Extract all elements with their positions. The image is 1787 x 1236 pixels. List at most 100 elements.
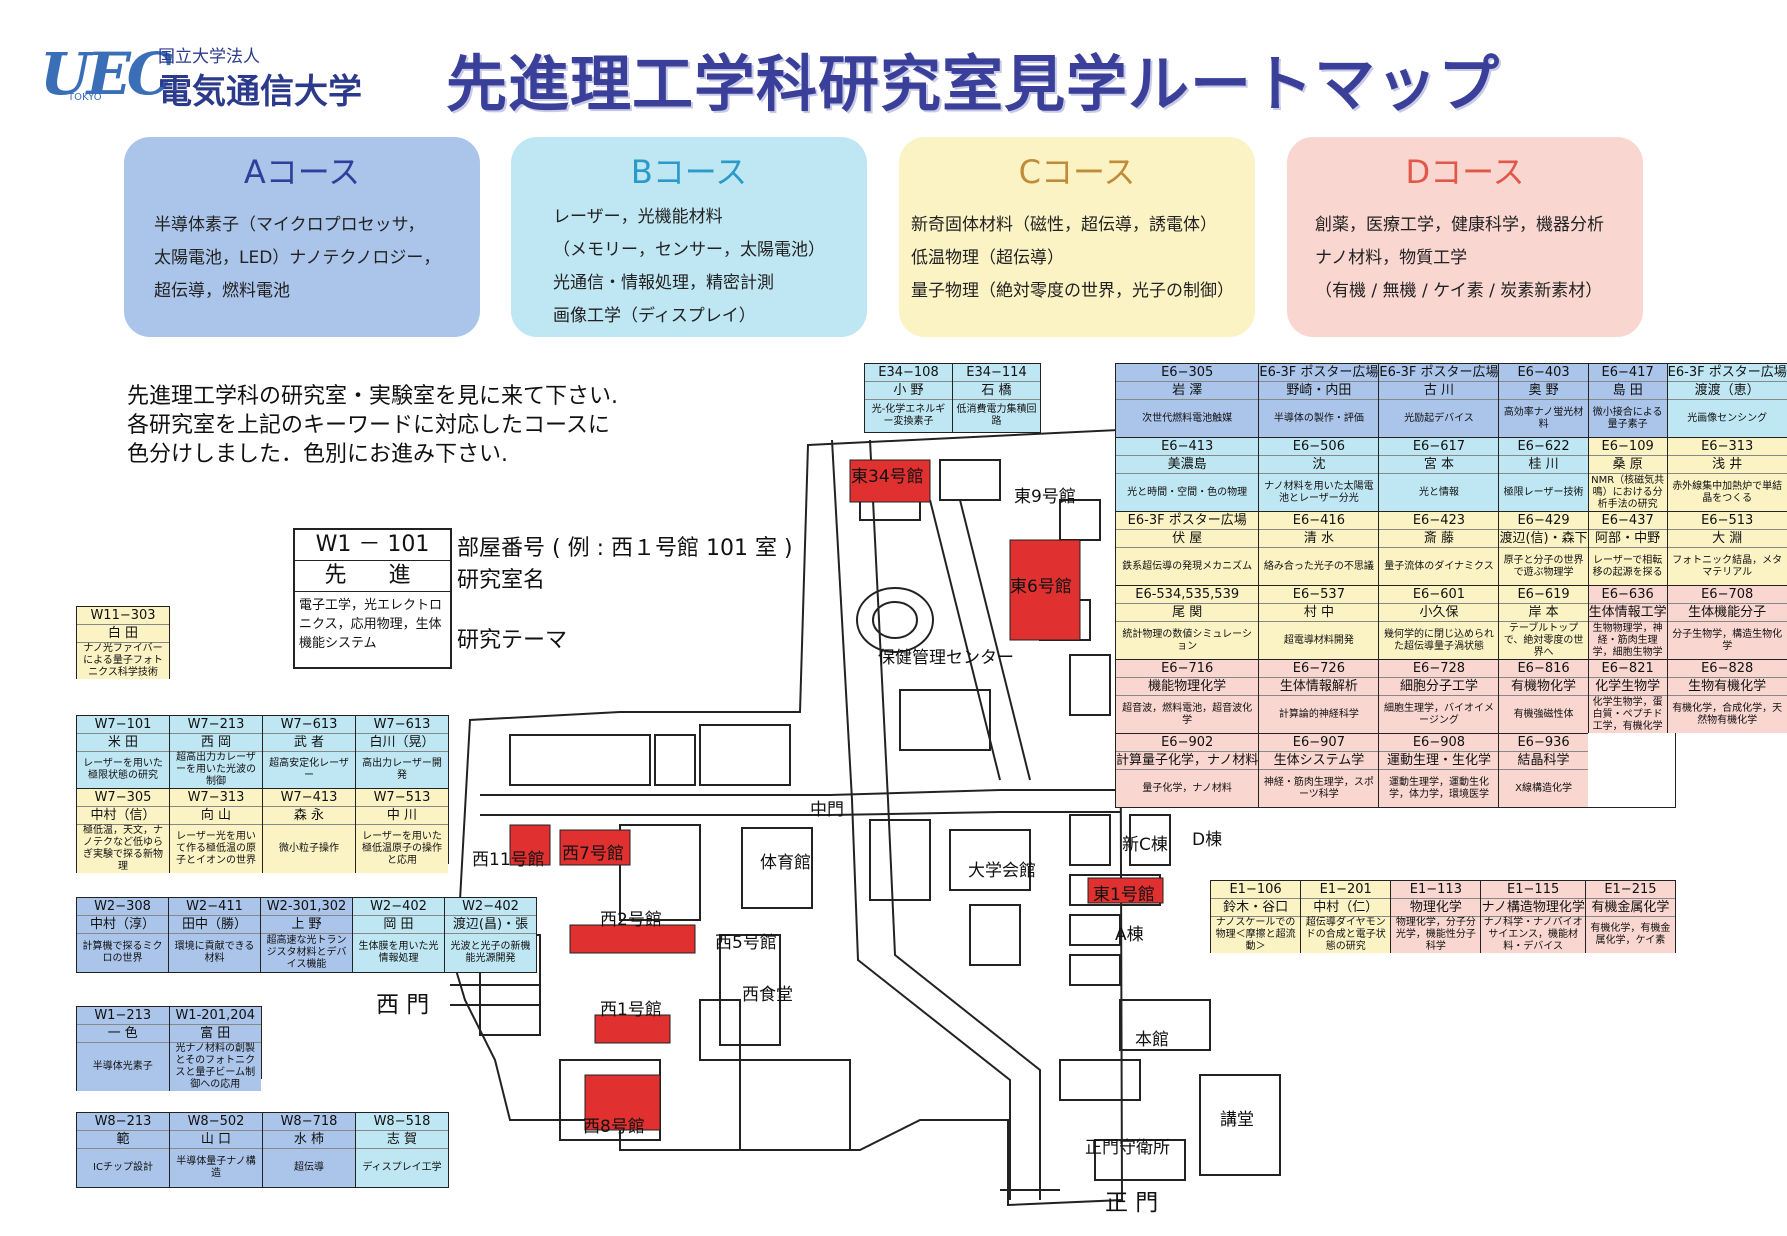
- lab-room: E6−726: [1292, 661, 1345, 676]
- lab-room: W1-201,204: [175, 1008, 256, 1023]
- lab-room: E6-3F ポスター広場: [1259, 365, 1379, 380]
- lab-theme: 極低温，天文，ナノテクなど低ゆらぎ実験で探る新物理: [83, 825, 163, 872]
- lab-room: E6-3F ポスター広場: [1127, 513, 1247, 528]
- lab-room: E6−816: [1517, 661, 1570, 676]
- bldg-west8: [584, 1074, 661, 1131]
- lab-room: E6-534,535,539: [1135, 587, 1240, 602]
- lab-name: 化学生物学: [1588, 677, 1667, 696]
- lab-theme: 物理化学，分子分光学，機能性分子科学: [1395, 917, 1476, 952]
- lab-room: E6−429: [1517, 513, 1570, 528]
- lab-name: 志 賀: [356, 1130, 448, 1149]
- lab-room: E6−537: [1292, 587, 1345, 602]
- lab-theme: 超高速な光トランジスタ材料とデバイス機能: [266, 935, 347, 970]
- lab-room: E34−108: [878, 365, 939, 380]
- lab-theme: 赤外線集中加熱炉で単結晶をつくる: [1672, 480, 1783, 504]
- lab-name: 物理化学: [1391, 898, 1481, 917]
- lab-theme: レーザーを用いた極限状態の研究: [83, 758, 163, 781]
- lab-name: 有機金属化学: [1585, 898, 1675, 917]
- lab-name: 沈: [1259, 455, 1379, 474]
- lab-theme: ナノ光ファイバーによる量子フォトニクス科学技術: [83, 643, 163, 678]
- lab-theme: 微小接合による量子素子: [1592, 406, 1663, 430]
- course-d-box: Dコース 創薬，医療工学，健康科学，機器分析 ナノ材料，物質工学 （有機 / 無…: [1287, 137, 1643, 337]
- lab-room: E6−708: [1701, 587, 1754, 602]
- course-a-title: Aコース: [243, 153, 361, 191]
- lab-theme: 幾何学的に閉じ込められた超伝導量子渦状態: [1383, 628, 1494, 652]
- lab-name: 岡 田: [353, 915, 444, 934]
- legend-room: W1 － 101: [295, 530, 450, 561]
- lab-name: 西 岡: [170, 733, 262, 752]
- lab-room: W2-301,302: [266, 899, 347, 914]
- lab-theme: 光波と光子の新機能光源開発: [450, 941, 531, 964]
- lab-name: 米 田: [77, 733, 169, 752]
- lab-name: 岩 澤: [1116, 381, 1259, 400]
- legend-name-desc: 研究室名: [457, 568, 546, 593]
- lab-name: 計算量子化学，ナノ材料: [1116, 751, 1259, 770]
- map-label-health: 保健管理センター: [878, 648, 1014, 668]
- course-c-keywords: 新奇固体材料（磁性，超伝導，誘電体） 低温物理（超伝導） 量子物理（絶対零度の世…: [911, 215, 1234, 301]
- road-main: [831, 439, 1011, 1200]
- lab-name: 白 田: [77, 624, 169, 643]
- bldg-east1: [1087, 877, 1164, 904]
- lab-name: 森 永: [263, 806, 355, 825]
- lab-theme: ディスプレイ工学: [362, 1162, 442, 1173]
- lab-room: E6−305: [1161, 365, 1214, 380]
- lab-theme: 光と情報: [1418, 486, 1459, 498]
- lab-name: 石 橋: [953, 381, 1040, 400]
- map-label-shin-c: 新C棟: [1122, 835, 1168, 855]
- lab-room: E1−215: [1604, 882, 1657, 897]
- lab-theme: 極限レーザー技術: [1503, 486, 1584, 498]
- lab-room: E6−601: [1412, 587, 1466, 602]
- lab-name: ナノ構造物理化学: [1481, 898, 1585, 917]
- lab-name: 奥 野: [1499, 381, 1588, 400]
- lab-theme: NMR（核磁気共鳴）における分析手法の研究: [1591, 474, 1665, 510]
- lab-room: E6−619: [1517, 587, 1570, 602]
- map-label-west2: 西2号館: [600, 910, 662, 930]
- lab-name: 島 田: [1588, 381, 1667, 400]
- lab-theme: 有機化学，合成化学，天然物有機化学: [1672, 702, 1783, 726]
- lab-room: E6-3F ポスター広場: [1667, 365, 1787, 380]
- lab-theme: 超伝導: [294, 1162, 324, 1173]
- lab-name: 向 山: [170, 806, 262, 825]
- lab-name: 範: [77, 1130, 169, 1149]
- lab-room: E6−423: [1412, 513, 1466, 528]
- lab-theme: 低消費電力集積回路: [956, 404, 1037, 427]
- logo-org: 国立大学法人: [158, 47, 260, 67]
- lab-theme: 超高安定化レーザー: [269, 758, 349, 781]
- lab-theme: レーザーを用いた極低温原子の操作と応用: [362, 831, 442, 866]
- lab-room: W2−411: [186, 899, 243, 914]
- lab-room: W8−718: [280, 1114, 338, 1129]
- lab-name: 美濃島: [1116, 455, 1259, 474]
- lab-theme: 計算論的神経科学: [1278, 708, 1359, 720]
- lab-theme: 計算機で探るミクロの世界: [82, 941, 163, 964]
- bldg-west2: [569, 924, 696, 954]
- lab-theme: レーザー光を用いて作る極低温の原子とイオンの世界: [176, 831, 256, 866]
- course-c-title: Cコース: [1018, 153, 1136, 191]
- lab-cell: E6-3F ポスター広場渡渡（恵）光画像センシング: [1666, 363, 1787, 437]
- lab-theme: 量子流体のダイナミクス: [1384, 560, 1494, 572]
- lab-room: E6−821: [1601, 661, 1654, 676]
- lab-theme: 超音波，燃料電池，超音波化学: [1122, 702, 1253, 726]
- lab-theme: ナノ材料を用いた太陽電池とレーザー分光: [1264, 480, 1374, 504]
- lab-room: E6−936: [1517, 735, 1570, 750]
- lab-room: W7−313: [187, 790, 245, 805]
